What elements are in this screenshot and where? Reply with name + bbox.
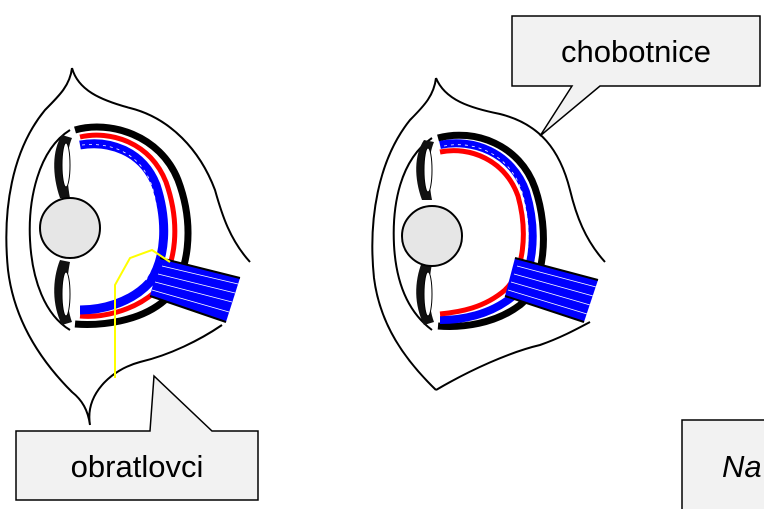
octopus-lens bbox=[402, 206, 462, 266]
vertebrate-iris-upper bbox=[54, 135, 72, 198]
callout-obratlovci: obratlovci bbox=[16, 376, 258, 500]
octopus-eye bbox=[372, 78, 605, 390]
callout-partial: Na bbox=[682, 420, 764, 509]
vertebrate-iris-lower bbox=[54, 260, 72, 325]
vertebrate-lens bbox=[40, 198, 100, 258]
octopus-optic-nerve bbox=[505, 258, 598, 322]
octopus-iris-lower bbox=[416, 262, 434, 325]
vertebrate-optic-nerve bbox=[150, 258, 240, 322]
callout-chobotnice: chobotnice bbox=[512, 16, 760, 136]
vertebrate-eye bbox=[6, 68, 250, 425]
callout-label-obratlovci: obratlovci bbox=[71, 449, 204, 484]
octopus-eye-outline-bottom bbox=[436, 322, 590, 390]
callout-label-chobotnice: chobotnice bbox=[561, 34, 711, 69]
callout-label-partial: Na bbox=[722, 449, 762, 484]
